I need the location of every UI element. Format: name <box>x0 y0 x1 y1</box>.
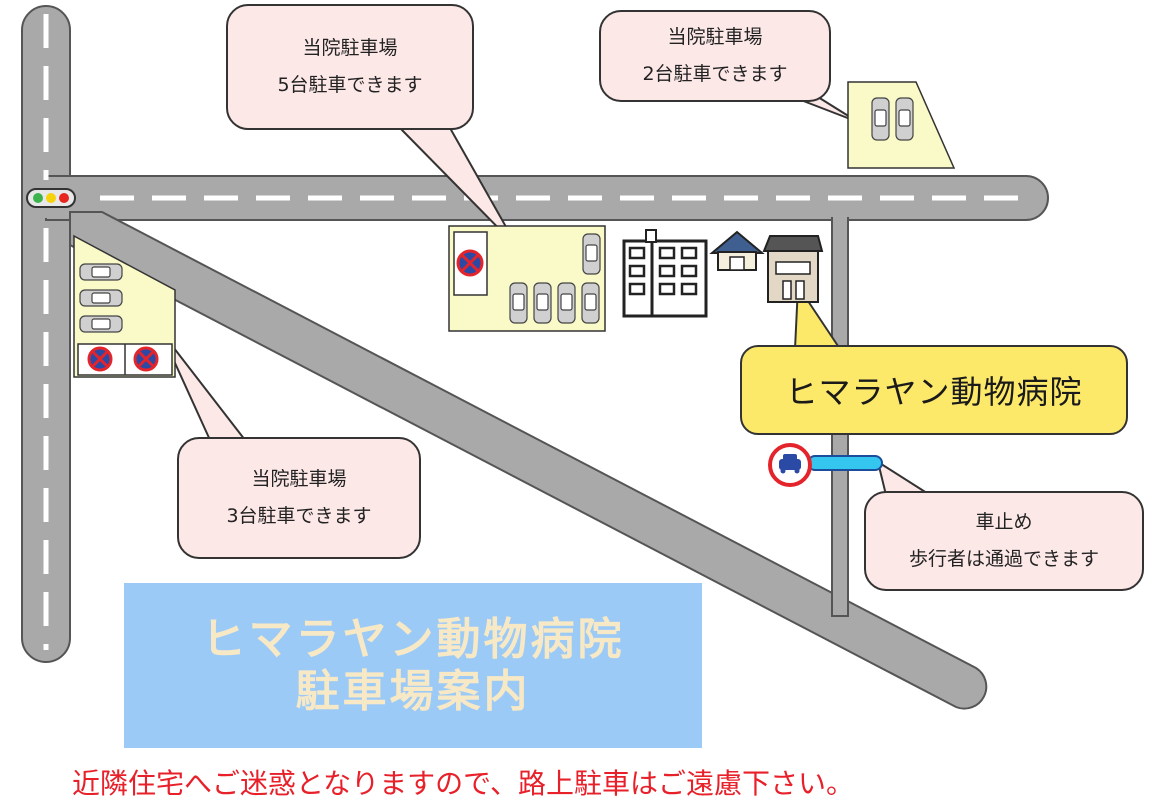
callout-lot-3-line1: 当院駐車場 <box>251 468 347 490</box>
title-line1: ヒマラヤン動物病院 <box>201 613 625 665</box>
callout-lot-5: 当院駐車場 5台駐車できます <box>226 4 474 130</box>
title-line2: 駐車場案内 <box>295 665 531 717</box>
hospital-label: ヒマラヤン動物病院 <box>740 345 1128 435</box>
car-icon <box>79 263 123 333</box>
house-icon <box>709 230 765 271</box>
callout-barrier: 車止め 歩行者は通過できます <box>864 491 1144 591</box>
callout-lot-5-line2: 5台駐車できます <box>277 74 423 96</box>
parking-lot-2 <box>847 81 956 169</box>
car-icon <box>509 233 601 324</box>
traffic-light-icon <box>26 188 76 208</box>
no-parking-icon <box>87 346 159 372</box>
callout-tails <box>159 91 931 496</box>
parking-notice: 近隣住宅へご迷惑となりますので、路上駐車はご遠慮下さい。 <box>72 767 855 800</box>
no-parking-icon <box>456 249 484 277</box>
title-panel: ヒマラヤン動物病院 駐車場案内 <box>124 583 702 748</box>
barrier <box>768 443 883 487</box>
callout-barrier-line2: 歩行者は通過できます <box>908 548 1099 570</box>
callout-lot-5-line1: 当院駐車場 <box>302 37 398 59</box>
car-icon <box>871 97 914 141</box>
road-junction-lane <box>833 212 847 224</box>
roads <box>21 5 1049 710</box>
parking-lot-3 <box>73 234 176 378</box>
callout-lot-3-line2: 3台駐車できます <box>226 505 372 527</box>
no-vehicles-sign-icon <box>768 443 812 487</box>
callout-lot-3: 当院駐車場 3台駐車できます <box>177 437 421 559</box>
callout-lot-2-line1: 当院駐車場 <box>667 26 763 48</box>
road-diagonal <box>69 211 988 710</box>
parking-lot-5 <box>448 225 606 332</box>
callout-lot-2: 当院駐車場 2台駐車できます <box>599 10 831 102</box>
apartment-icon <box>622 229 708 318</box>
hospital-building-icon <box>762 235 824 303</box>
callout-lot-2-line2: 2台駐車できます <box>642 63 788 85</box>
callout-barrier-line1: 車止め <box>975 511 1033 533</box>
